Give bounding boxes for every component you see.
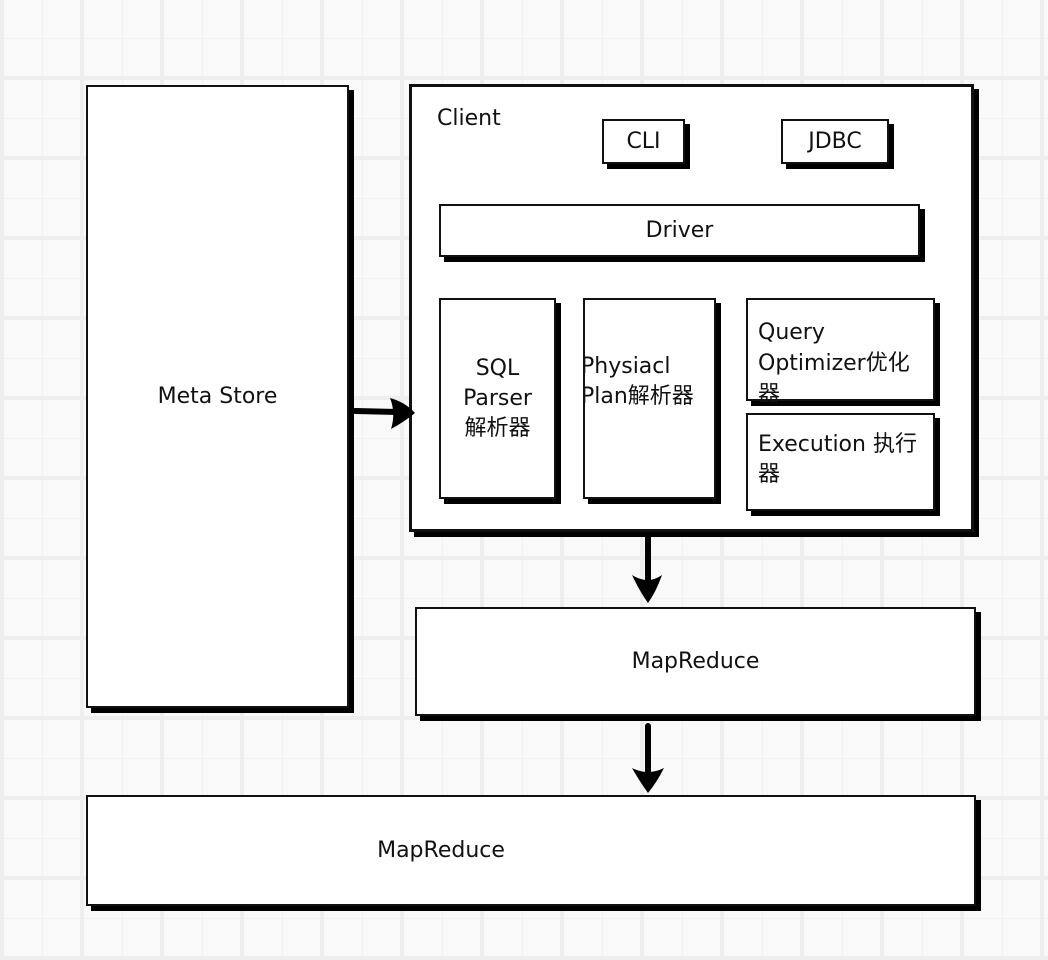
arrow-metastore-to-client — [352, 398, 415, 429]
mapreduce-lower-box: MapReduce — [86, 795, 976, 906]
cli-box: CLI — [602, 119, 685, 164]
driver-label: Driver — [645, 217, 714, 243]
sql-parser-box: SQL Parser 解析器 — [439, 298, 556, 499]
arrow-mapreduce-to-mapreduce — [632, 723, 664, 793]
mapreduce-lower-label: MapReduce — [377, 837, 505, 863]
query-optimizer-label: Query Optimizer优化 器 — [758, 320, 910, 407]
arrow-client-to-mapreduce — [632, 537, 662, 603]
execution-box: Execution 执行 器 — [746, 413, 935, 511]
mapreduce-upper-box: MapReduce — [415, 607, 976, 716]
physical-plan-label: Physiacl Plan解析器 — [581, 354, 694, 409]
meta-store-box: Meta Store — [86, 85, 349, 708]
execution-label: Execution 执行 器 — [758, 432, 917, 487]
jdbc-box: JDBC — [781, 119, 889, 164]
cli-label: CLI — [626, 128, 661, 154]
physical-plan-box: Physiacl Plan解析器 — [581, 298, 716, 499]
meta-store-label: Meta Store — [157, 383, 278, 409]
driver-box: Driver — [439, 204, 920, 257]
query-optimizer-box: Query Optimizer优化 器 — [746, 298, 935, 407]
sql-parser-label: SQL Parser 解析器 — [463, 355, 532, 441]
jdbc-label: JDBC — [808, 128, 862, 154]
mapreduce-upper-label: MapReduce — [631, 648, 760, 674]
client-title: Client — [437, 106, 501, 131]
